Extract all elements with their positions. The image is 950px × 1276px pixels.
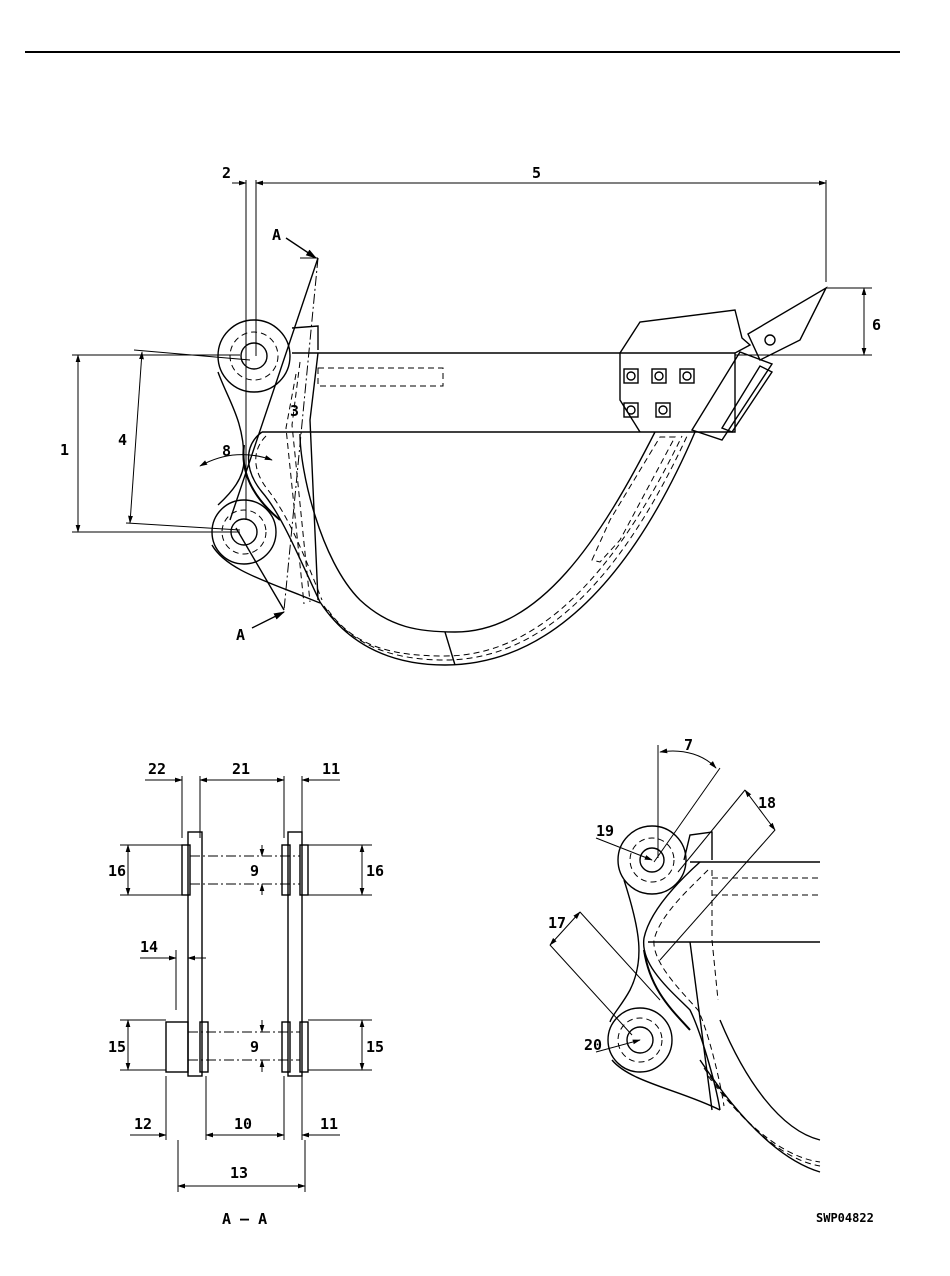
drawing-code: SWP04822 (816, 1211, 874, 1225)
detail-view (608, 826, 820, 1172)
callout-17: 17 (548, 914, 566, 932)
tip-bolts (624, 369, 694, 417)
section-mark-top: A (272, 226, 281, 244)
callout-9-lower: 9 (250, 1038, 259, 1056)
section-caption: A – A (222, 1210, 267, 1228)
callout-1: 1 (60, 441, 69, 459)
callout-4: 4 (118, 431, 127, 449)
section-a-a-view (166, 832, 308, 1076)
detail-dimensions (550, 745, 775, 1052)
callout-3: 3 (290, 402, 299, 420)
callout-5: 5 (532, 164, 541, 182)
callout-10: 10 (234, 1115, 252, 1133)
section-mark-bottom: A (236, 626, 245, 644)
callout-20: 20 (584, 1036, 602, 1054)
main-dimensions (72, 180, 872, 628)
callout-8: 8 (222, 442, 231, 460)
callout-18: 18 (758, 794, 776, 812)
callout-16-left: 16 (108, 862, 126, 880)
callout-13: 13 (230, 1164, 248, 1182)
callout-7: 7 (684, 736, 693, 754)
callout-15-right: 15 (366, 1038, 384, 1056)
callout-22: 22 (148, 760, 166, 778)
callout-19: 19 (596, 822, 614, 840)
callout-2: 2 (222, 164, 231, 182)
callout-11-top: 11 (322, 760, 340, 778)
callout-6: 6 (872, 316, 881, 334)
callout-11-bottom: 11 (320, 1115, 338, 1133)
main-callouts: 2 5 6 1 4 3 8 A A (60, 164, 881, 644)
callout-16-right: 16 (366, 862, 384, 880)
ripper-tip (748, 288, 826, 360)
callout-15-left: 15 (108, 1038, 126, 1056)
section-callouts: 22 21 11 16 9 16 14 15 9 15 12 10 11 13 … (108, 760, 384, 1228)
callout-12: 12 (134, 1115, 152, 1133)
callout-14: 14 (140, 938, 158, 956)
upper-pin-hole (241, 343, 267, 369)
main-side-view (212, 258, 826, 665)
callout-21: 21 (232, 760, 250, 778)
callout-9-upper: 9 (250, 862, 259, 880)
detail-callouts: 7 18 19 17 20 (548, 736, 776, 1054)
upper-pin-boss (218, 320, 290, 392)
